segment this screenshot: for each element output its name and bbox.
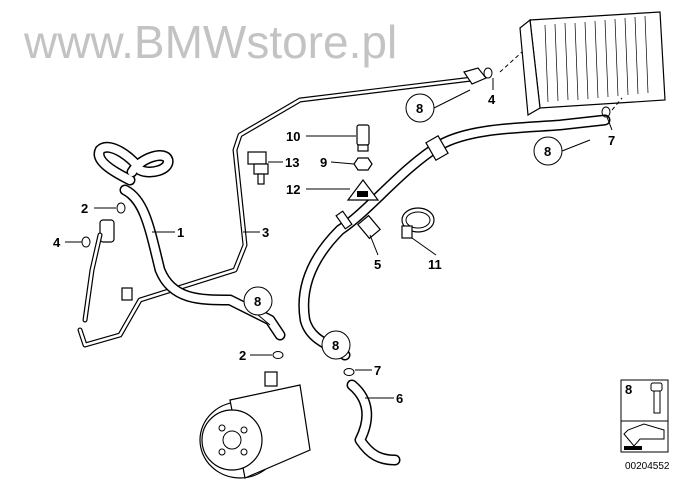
small-parts [247,124,380,201]
evaporator [499,11,666,116]
hose-5 [298,114,611,361]
arrow-icon [623,423,665,447]
label-9: 9 [320,155,327,170]
label-8: 8 [416,101,423,116]
label-4: 4 [488,92,496,107]
label-10: 10 [286,129,300,144]
label-7: 7 [374,363,381,378]
label-7: 7 [608,133,615,148]
label-8: 8 [254,294,261,309]
compressor [199,371,311,479]
label-8: 8 [544,144,551,159]
label-3: 3 [262,225,269,240]
watermark: www.BMWstore.pl [23,16,397,68]
hose-6 [346,379,401,466]
bolt-icon [650,382,663,414]
pipe-3 [77,67,487,348]
clamp-11 [401,207,435,239]
legend-part-number: 8 [625,382,632,397]
callout-circles [243,93,563,360]
label-12: 12 [286,182,300,197]
label-13: 13 [285,155,299,170]
label-1: 1 [177,225,184,240]
diagram-id: 00204552 [625,461,670,472]
legend-box: 8 [620,379,669,453]
label-11: 11 [428,257,442,272]
label-6: 6 [396,391,403,406]
label-4: 4 [53,235,61,250]
hose-1 [82,142,286,341]
leader-lines [65,78,613,399]
label-2: 2 [239,348,246,363]
warning-symbol-icon [357,191,368,197]
label-5: 5 [374,257,381,272]
label-2: 2 [81,201,88,216]
label-8: 8 [332,338,339,353]
